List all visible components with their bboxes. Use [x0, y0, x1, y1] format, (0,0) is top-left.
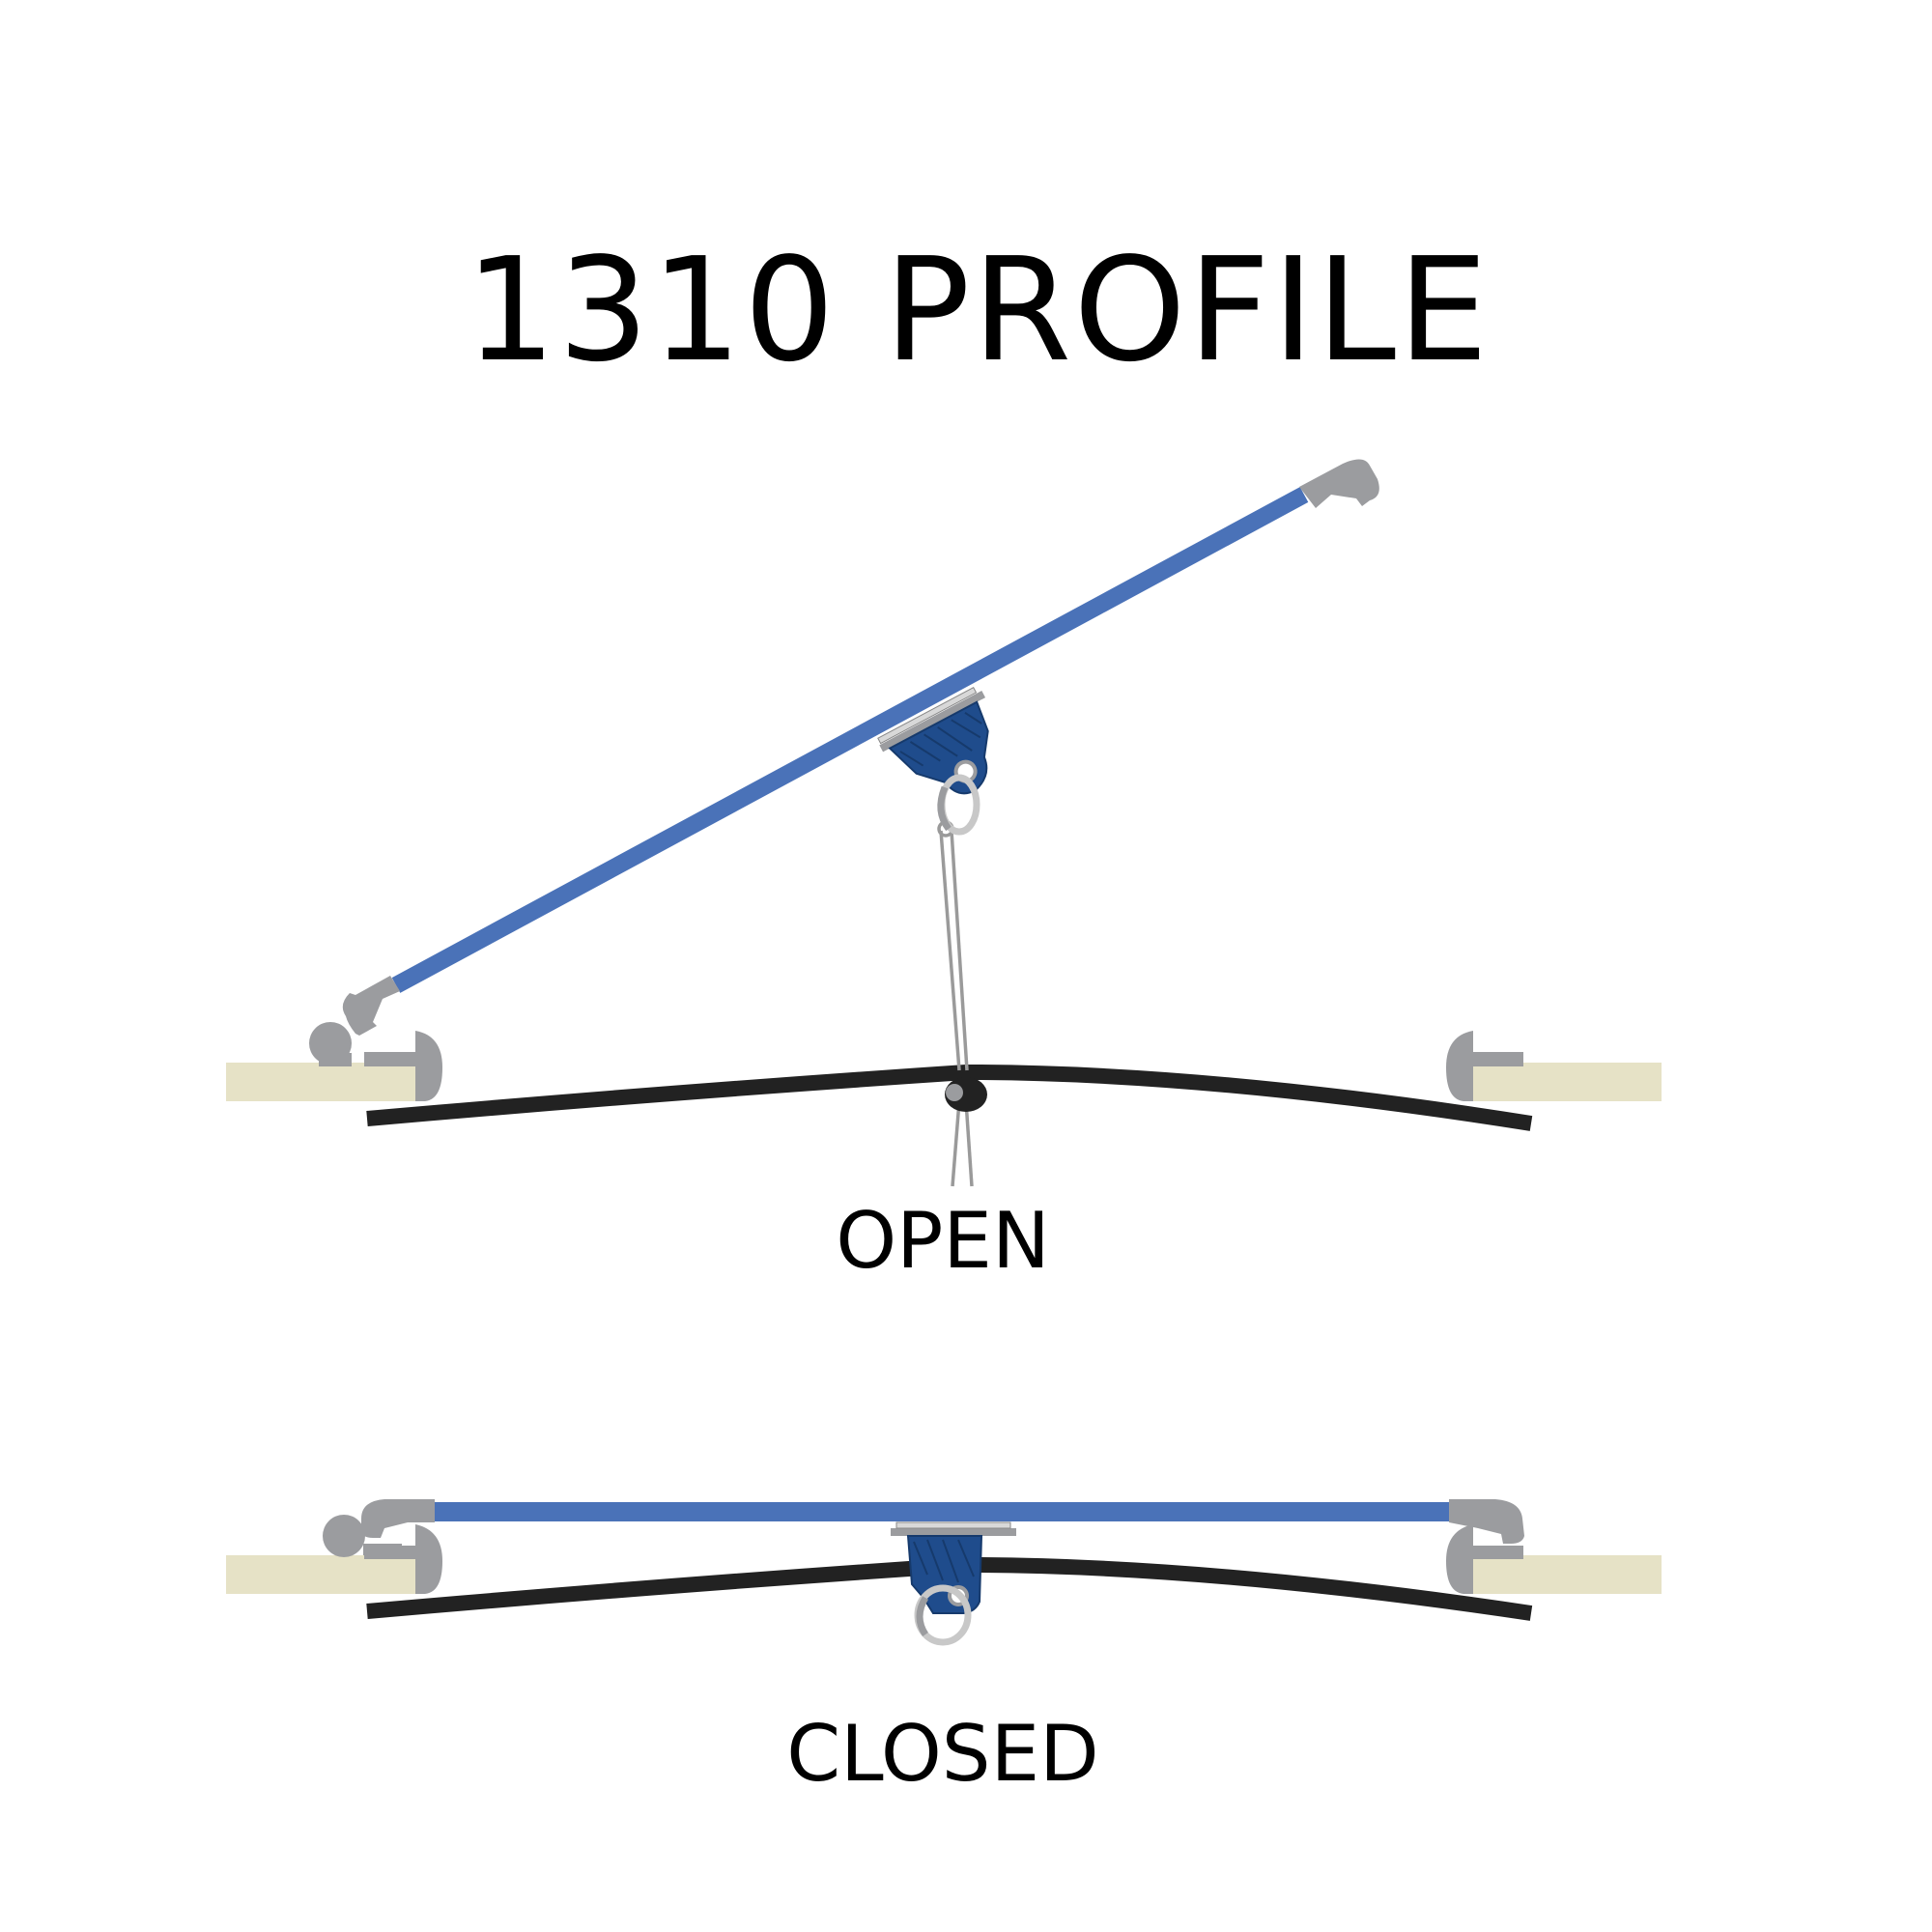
open-right-curb-clip — [1446, 1031, 1523, 1101]
closed-lid — [361, 1499, 1524, 1544]
closed-hinge-knob-icon — [323, 1515, 402, 1557]
open-state-label: OPEN — [836, 1196, 1050, 1286]
closed-right-curb-clip — [1446, 1524, 1523, 1594]
cable-icon — [937, 820, 974, 1187]
open-lid — [342, 459, 1379, 1036]
diagram-title: 1310 PROFILE — [465, 227, 1490, 393]
open-right-hinge-cap — [1299, 459, 1379, 508]
closed-state-label: CLOSED — [786, 1709, 1098, 1799]
open-left-hinge-cap — [342, 976, 400, 1036]
deck-anchor-icon — [945, 1077, 987, 1112]
closed-left-hinge-cap — [361, 1499, 435, 1538]
open-state-illustration: OPEN — [226, 459, 1662, 1286]
closed-left-frame-rail — [226, 1555, 424, 1594]
closed-state-illustration: CLOSED — [226, 1499, 1662, 1799]
closed-right-frame-rail — [1463, 1555, 1662, 1594]
closed-ring-icon — [914, 1584, 972, 1646]
closed-right-hinge-cap — [1449, 1499, 1524, 1544]
ring-icon — [937, 774, 980, 836]
open-left-curb-clip — [364, 1031, 442, 1101]
hinge-icon — [309, 1022, 352, 1066]
open-right-frame-rail — [1463, 1063, 1662, 1101]
open-left-frame-rail — [226, 1063, 424, 1101]
open-roof-deck — [366, 1064, 1533, 1131]
